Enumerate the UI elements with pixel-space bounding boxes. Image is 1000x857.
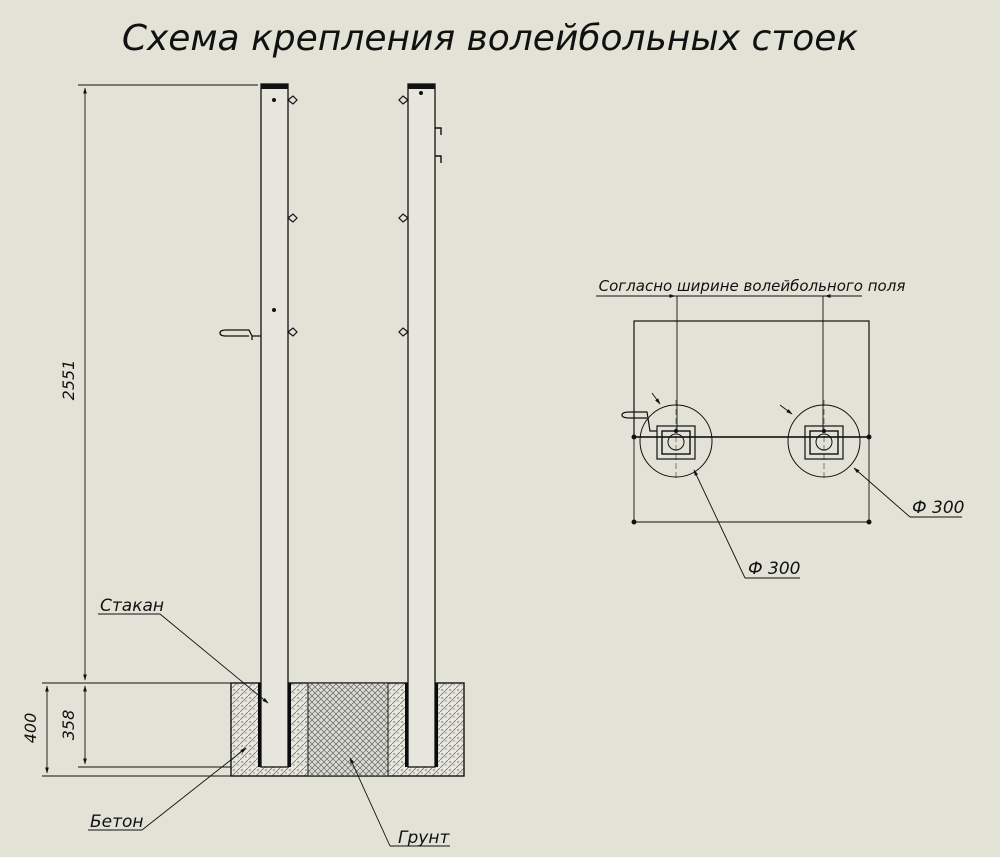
label-concrete: Бетон: [90, 812, 144, 832]
plan-view: Согласно ширине волейбольного поля: [596, 277, 962, 579]
height-dim-label: 2551: [59, 360, 78, 401]
width-note: Согласно ширине волейбольного поля: [599, 277, 906, 295]
leader-lines: [88, 613, 450, 847]
total-depth-dim-label: 400: [21, 713, 40, 744]
label-ground: Грунт: [398, 828, 450, 848]
diam-left-label: Ф 300: [748, 559, 801, 579]
label-sleeve: Стакан: [100, 596, 164, 616]
height-dimension: 2551 358 400: [21, 84, 258, 777]
drawing-title: Схема крепления волейбольных стоек: [122, 18, 859, 59]
diam-right-label: Ф 300: [912, 498, 965, 518]
left-post: [219, 83, 298, 768]
embed-depth-dim-label: 358: [59, 710, 78, 741]
right-post: [398, 83, 442, 768]
